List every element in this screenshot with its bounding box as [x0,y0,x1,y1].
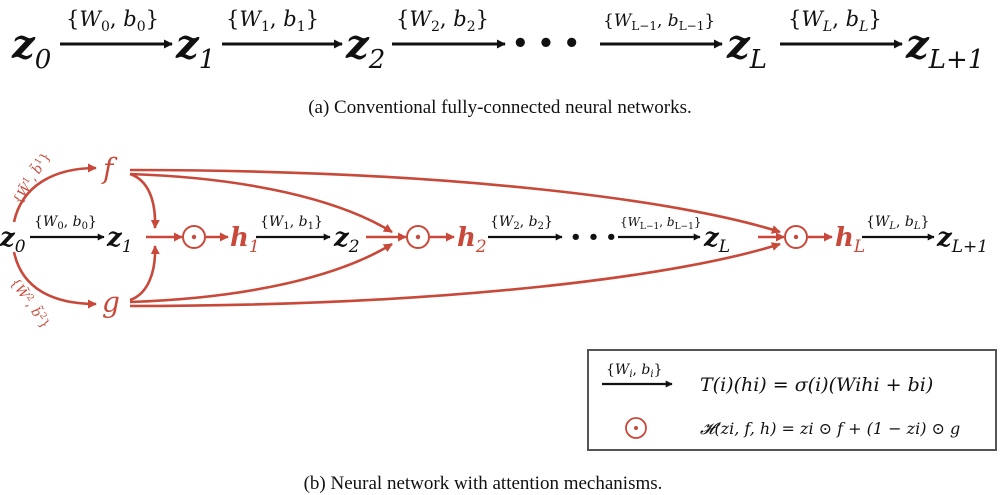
node-zL1: zL+1 [905,21,984,75]
edge-label-a-0: {W0, b0} [66,7,159,35]
edge-f-gate1 [129,172,160,229]
node-b-zL1: zL+1 [936,223,988,257]
edge-label-a-2: {W2, b2} [396,7,489,35]
edge-label-a-4: {WL, bL} [788,7,882,35]
edge-label-b-2: {W2, b2} [490,214,553,232]
edge-g-gate2 [129,242,393,304]
gate-2 [406,225,430,249]
gate-L [784,225,808,249]
node-b-h2: h2 [457,223,487,257]
ellipsis-b: • • • [570,227,617,248]
legend-gate-eq: 𝓗(zi, f, h) = zi ⊙ f + (1 − zi) ⊙ g [700,419,960,438]
node-b-z0: z0 [0,223,26,257]
node-b-h1: h1 [230,223,260,257]
edge-label-a-1: {W1, b1} [226,7,319,35]
legend-box [587,349,997,451]
caption-a: (a) Conventional fully-connected neural … [308,97,692,118]
node-z2: z2 [345,21,385,75]
node-z1: z1 [175,21,215,75]
legend-edge-label: {Wi, bi} [606,362,663,380]
edge-z0-f [12,163,97,223]
diagram-a: z0 z1 z2 • • • zL zL+1 {W0, b0} {W1, b1}… [11,7,984,118]
edge-z0-g [12,251,97,309]
edge-label-b-4: {WL, bL} [866,214,929,232]
diagram-b: z0 z1 h1 z2 h2 • • • zL hL zL+1 f g {W0,… [0,149,988,332]
node-zL: zL [726,21,767,75]
edge-f-gate2 [129,172,393,234]
edge-label-b-1: {W1, b1} [260,214,323,232]
legend: {Wi, bi} T(i)(hi) = σ(i)(Wihi + bi) 𝓗(zi… [587,349,997,451]
node-g: g [102,286,120,319]
edge-f-gateL [129,168,781,234]
ellipsis: • • • [512,29,580,59]
node-b-z2: z2 [333,223,360,257]
legend-odot [625,417,647,439]
edge-g-gateL [129,242,781,308]
edge-g-gate1 [129,245,160,302]
edge-label-a-3: {WL−1, bL−1} [603,11,715,33]
node-b-z1: z1 [106,223,133,257]
legend-transform-eq: T(i)(hi) = σ(i)(Wihi + bi) [700,374,933,396]
caption-b: (b) Neural network with attention mechan… [304,473,663,494]
node-f: f [101,152,118,185]
node-z0: z0 [11,21,51,75]
node-b-hL: hL [835,223,865,257]
edge-label-b-0: {W0, b0} [34,214,97,232]
gate-1 [182,225,206,249]
edge-label-b-3: {WL−1, bL−1} [620,215,701,232]
node-b-zL: zL [703,223,730,257]
